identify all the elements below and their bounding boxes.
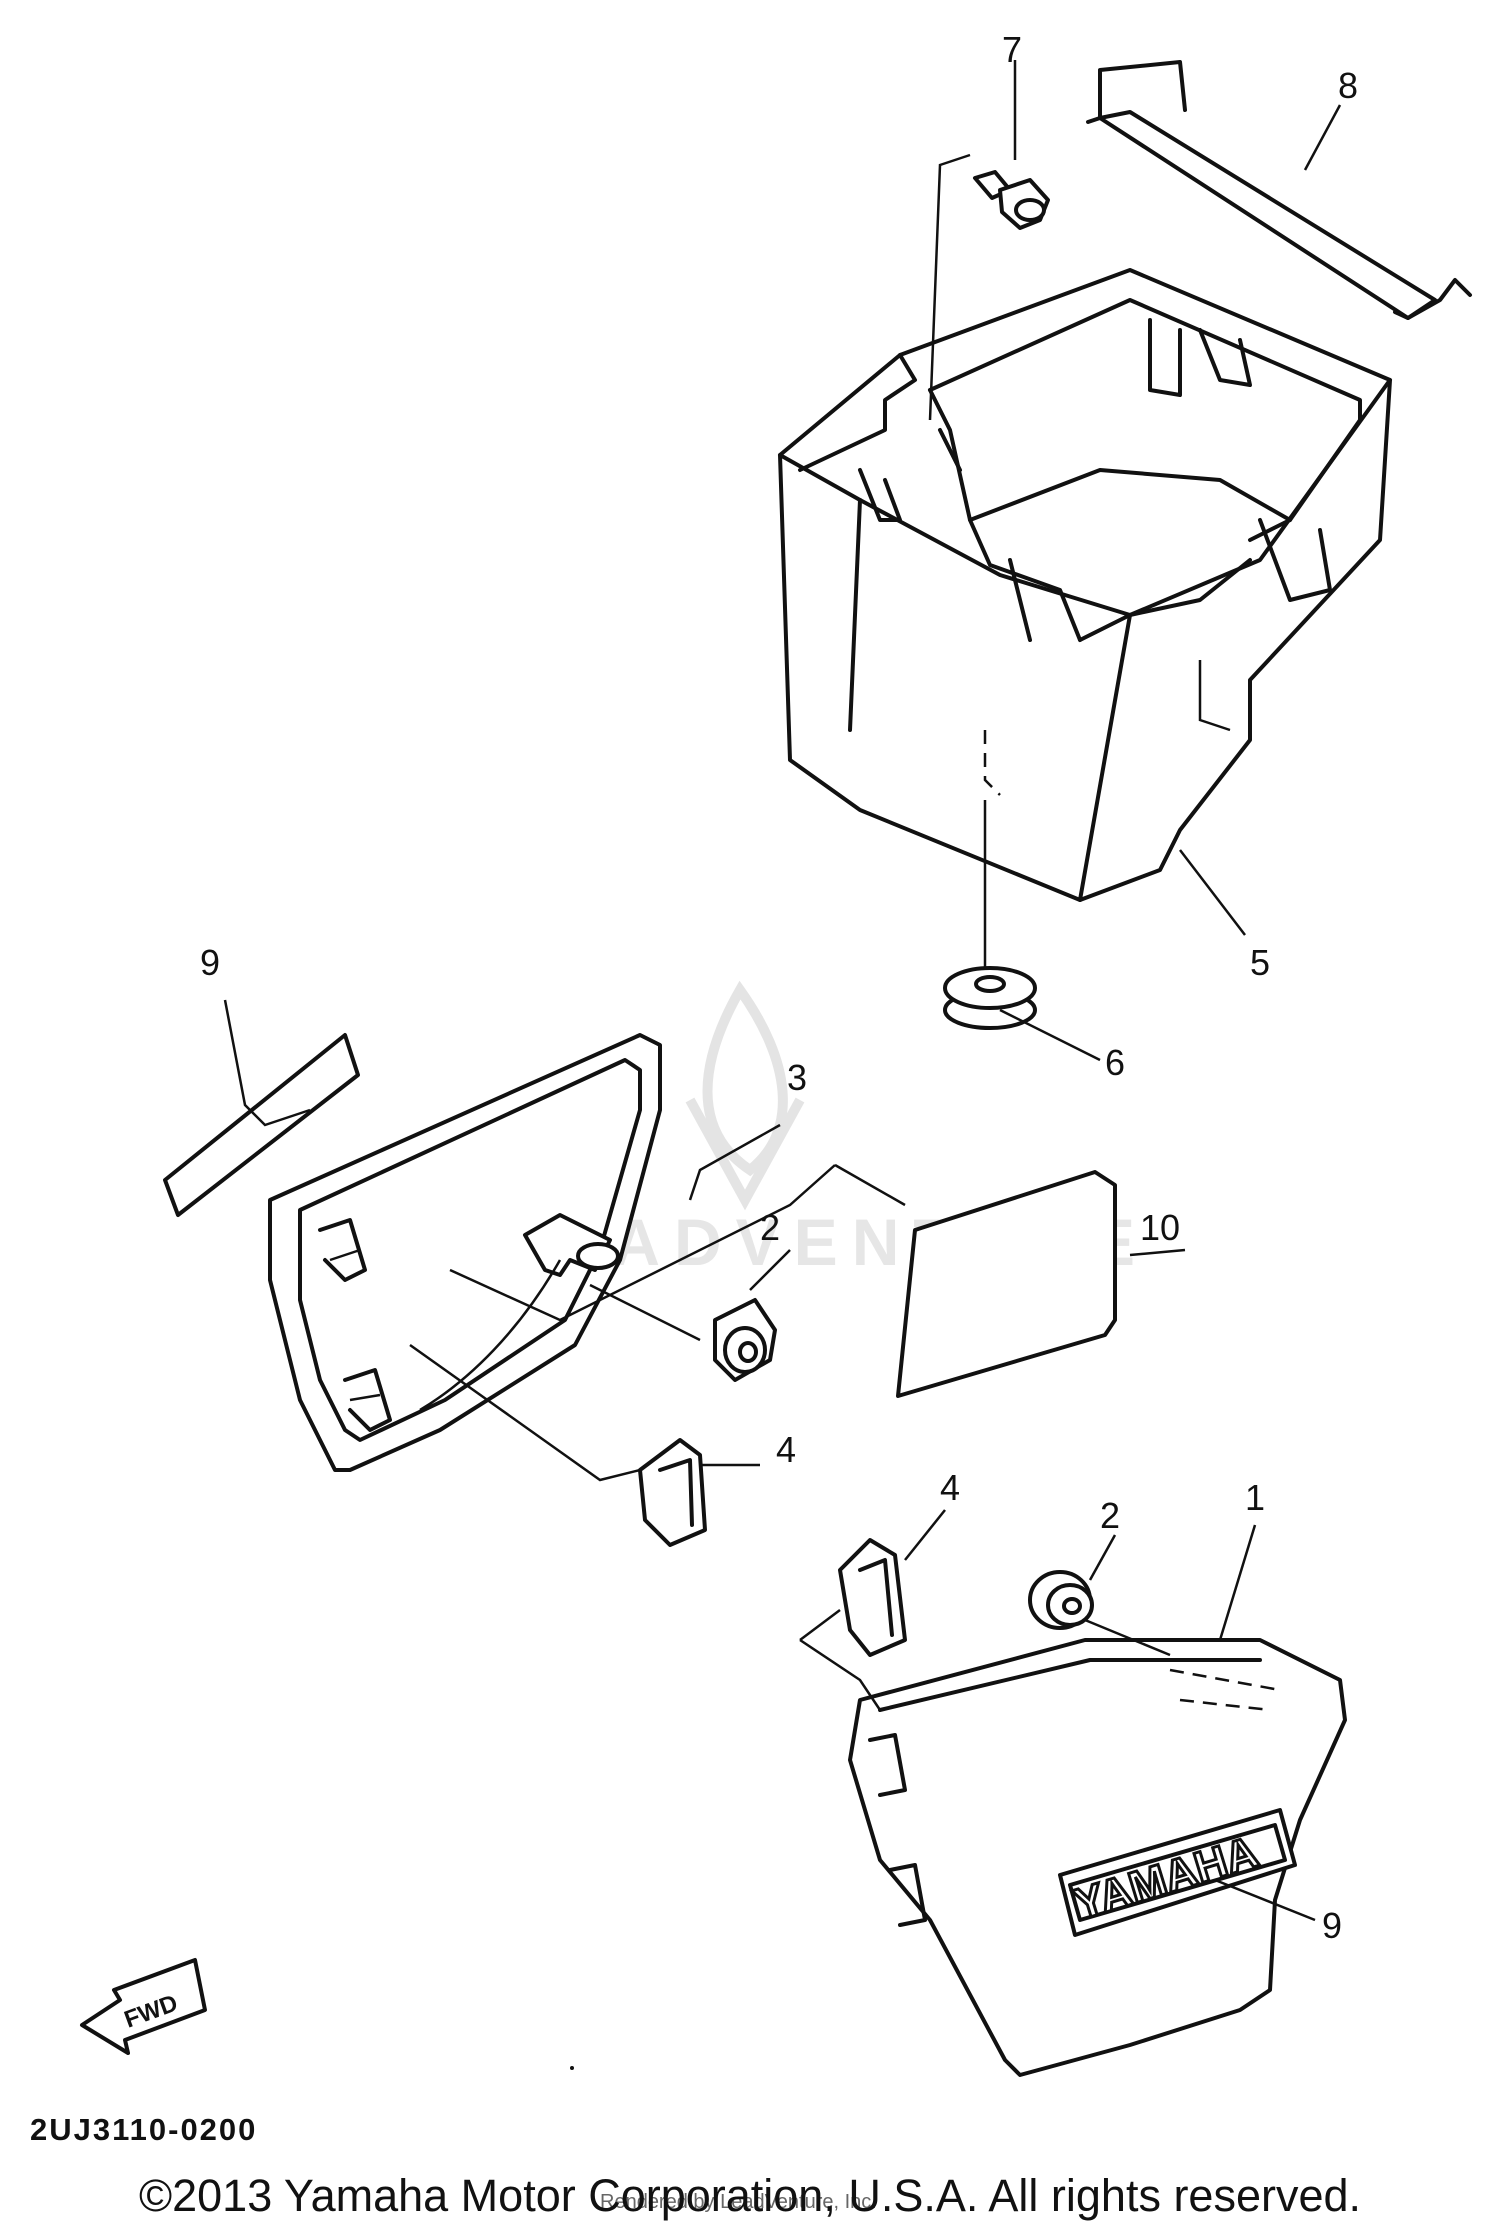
part-1-right-cover xyxy=(848,1638,1347,2077)
callout-9-upper: 9 xyxy=(200,942,220,983)
callout-2-lower: 2 xyxy=(1100,1495,1120,1536)
callout-8: 8 xyxy=(1338,65,1358,106)
callout-3: 3 xyxy=(787,1057,807,1098)
callouts: 7 8 5 6 9 3 2 10 4 4 2 1 9 xyxy=(200,29,1358,1946)
part-5-battery-case xyxy=(778,268,1392,902)
part-9-decal-upper xyxy=(163,1033,360,1217)
part-2-damper-upper xyxy=(713,1298,777,1382)
part-4-clip-lower xyxy=(838,1538,907,1657)
callout-1: 1 xyxy=(1245,1477,1265,1518)
part-8-battery-band xyxy=(1086,60,1472,320)
copyright-notice: ©2013 Yamaha Motor Corporation, U.S.A. A… xyxy=(138,2170,1362,2221)
leader-lines xyxy=(223,60,1342,1922)
part-4-clip-upper xyxy=(638,1438,707,1547)
callout-6: 6 xyxy=(1105,1042,1125,1083)
stray-dot xyxy=(570,2066,574,2070)
fwd-arrow-icon: FWD xyxy=(80,1958,207,2055)
part-6-grommet xyxy=(943,966,1037,1030)
part-2-damper-lower xyxy=(1028,1570,1094,1630)
callout-4-upper: 4 xyxy=(776,1429,796,1470)
callout-4-lower: 4 xyxy=(940,1467,960,1508)
rendered-by: Rendered by LeadVenture, Inc. xyxy=(600,2191,877,2213)
callout-9-lower: 9 xyxy=(1322,1905,1342,1946)
callout-7: 7 xyxy=(1002,29,1022,70)
callout-10: 10 xyxy=(1140,1207,1180,1248)
diagram-code: 2UJ3110-0200 xyxy=(30,2112,257,2147)
part-3-left-cover xyxy=(268,1033,662,1472)
part-10-plate xyxy=(896,1170,1117,1398)
callout-5: 5 xyxy=(1250,942,1270,983)
callout-2-upper: 2 xyxy=(760,1207,780,1248)
part-7-bolt xyxy=(973,170,1050,230)
